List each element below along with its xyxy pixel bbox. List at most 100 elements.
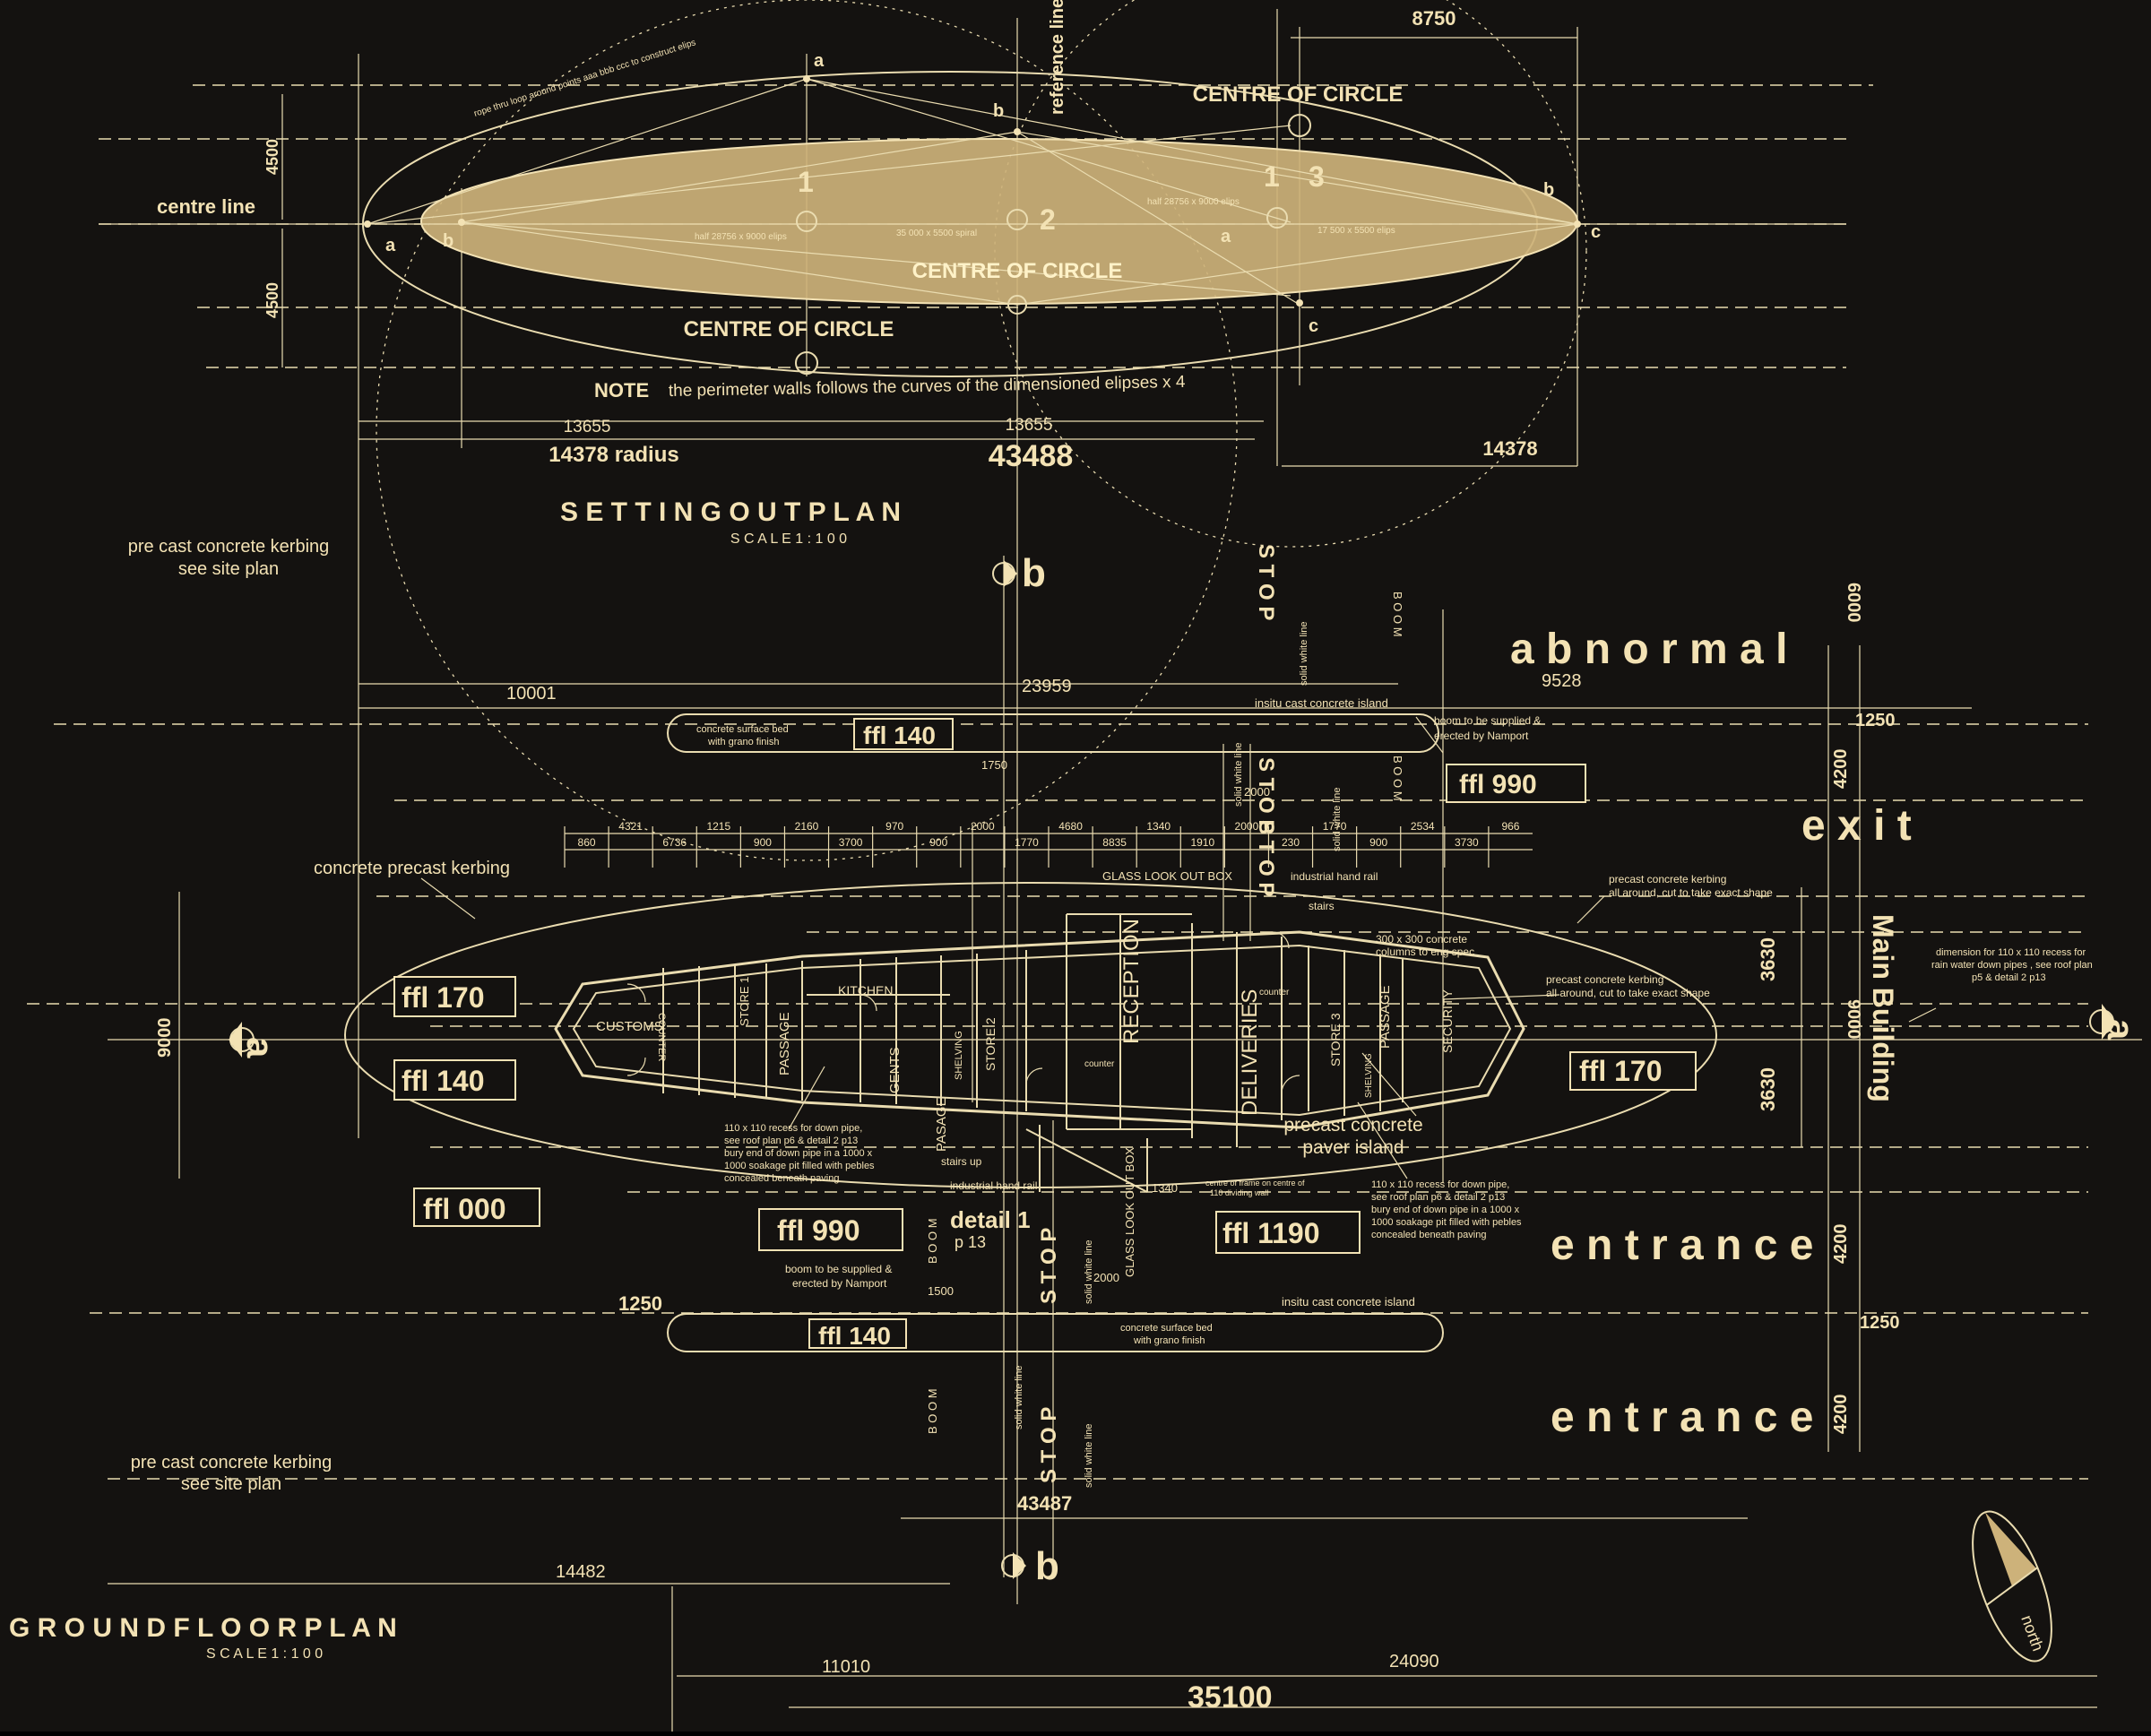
chain-dim-label: 2534 [1411,820,1435,833]
chain-dim-label: 2000 [971,820,995,833]
glass-look-out-box-label: GLASS LOOK OUT BOX [1102,869,1232,883]
chain-dim-label: 900 [1369,836,1387,849]
recess-note-right: see roof plan p6 & detail 2 p13 [1371,1192,1505,1203]
point-1: 1 [798,166,814,198]
ffl-000: ffl 000 [423,1193,505,1225]
stop-marking: S T O P [1037,1407,1061,1483]
point-b: b [1543,180,1554,200]
room-passage: PASSAGE [777,1012,792,1075]
room-gents: GENTS [887,1047,903,1093]
boom-note-top: erected by Namport [1434,730,1529,742]
chain-dim-label: 1910 [1190,836,1214,849]
dim-4200: 4200 [1831,1395,1851,1435]
chain-dim-label: 4680 [1058,820,1083,833]
dim-10001: 10001 [506,684,557,704]
chain-dimensions: 8604321673612159002160370097090020001770… [564,820,1533,868]
point-1: 1 [1264,160,1280,193]
point-a: a [814,51,825,71]
chain-dim-label: 230 [1282,836,1300,849]
columns-note: 300 x 300 concrete [1376,933,1467,946]
dim-24090: 24090 [1389,1652,1439,1671]
stop-marking: S T O P [1037,1228,1061,1304]
main-building-label: Main Building [1867,914,1899,1102]
room-store-1: STORE 1 [738,977,751,1026]
recess-note-far-right: p5 & detail 2 p13 [1972,972,2046,983]
chain-dim-label: 966 [1501,820,1519,833]
kerbing-note-bottom: see site plan [181,1474,281,1494]
frame-note: 110 dividing wall [1210,1188,1268,1197]
room-counter-3: counter [1259,988,1290,998]
chain-dim-label: 1340 [1146,820,1171,833]
chain-dim-label: 3700 [839,836,863,849]
dim-4200: 4200 [1831,749,1851,790]
point-b: b [443,231,454,251]
precast-kerbing-inner-note: all around, cut to take exact shape [1546,987,1710,999]
section-marker-b-top [992,560,1017,587]
dim-1250: 1250 [1855,711,1896,730]
door-swings [626,931,1300,1094]
recess-note-far-right: dimension for 110 x 110 recess for [1936,947,2086,958]
site-ellipse [344,882,1717,1188]
chain-dim-label: 900 [754,836,772,849]
dim-4500-top: 4500 [263,139,281,175]
solid-white-line: solid white line [1084,1239,1094,1304]
note-text: the perimeter walls follows the curves o… [669,373,1186,401]
solid-white-line: solid white line [1299,621,1309,686]
section-a-label-right: a [2100,1019,2142,1041]
room-shelving: SHELVING [954,1031,964,1080]
dim-11010: 11010 [822,1657,870,1677]
surface-bed-note: concrete surface bed [696,724,789,735]
recess-note-left: 1000 soakage pit filled with pebles [724,1161,875,1171]
room-stairs-up: stairs up [941,1155,982,1168]
point-a: a [385,236,396,255]
lane-abnormal: a b n o r m a l [1510,626,1787,673]
dim-35100: 35100 [1188,1680,1273,1714]
kerbing-note-top: see site plan [178,559,279,579]
floor-level-tags: ffl 140 ffl 990 ffl 170 ffl 140 ffl 170 … [393,718,1697,1350]
dim-13655-left: 13655 [564,418,611,436]
ffl-140-left: ffl 140 [402,1065,484,1097]
room-kitchen: KITCHEN [838,983,893,998]
ellipse-note: half 28756 x 9000 elips [695,232,787,242]
boom-marking: B O O M [926,1218,939,1264]
dim-1750: 1750 [981,758,1007,772]
centre-of-circle-label-mid: CENTRE OF CIRCLE [912,259,1123,283]
dim-9000-left: 9000 [155,1018,175,1058]
callout-leaders [420,716,1937,1179]
dim-3630-bottom: 3630 [1757,1067,1779,1111]
construction-chords [367,78,1578,306]
section-b-label-bottom: b [1035,1544,1059,1588]
ellipse-note: 35 000 x 5500 spiral [896,229,977,238]
solid-white-line: solid white line [1084,1423,1094,1488]
centre-markers [364,75,1581,375]
section-b-label-top: b [1022,551,1046,595]
paver-island-note: precast concrete [1283,1115,1422,1136]
point-c: c [1591,222,1601,242]
ffl-140-bottom: ffl 140 [818,1322,891,1350]
room-shelving-2: SHELVING [1364,1053,1374,1098]
solid-white-line: solid white line [1014,1365,1024,1429]
insitu-island-note: insitu cast concrete island [1255,696,1388,710]
point-a: a [1221,227,1231,246]
building-outline [554,930,1525,1129]
ground-floor-title: G R O U N D F L O O R P L A N [9,1613,397,1643]
surface-bed-note: with grano finish [1133,1335,1205,1346]
concrete-precast-kerbing-note: concrete precast kerbing [314,859,510,878]
stop-marking: S T O P [1254,544,1278,620]
detail-page: p 13 [955,1233,986,1251]
dim-6000: 6000 [1844,583,1863,623]
room-pasage: PASAGE [934,1097,949,1152]
chain-dim-label: 6736 [662,836,687,849]
point-c: c [1309,316,1318,336]
dim-9528: 9528 [1542,671,1582,691]
section-a-label-left: a [239,1037,281,1058]
section-marker-a-left [229,1022,255,1058]
centre-of-circle-label-left: CENTRE OF CIRCLE [684,317,894,341]
ffl-170-left: ffl 170 [402,981,484,1014]
section-marker-a-right [2089,1004,2115,1040]
room-partitions [662,913,1404,1193]
ffl-140-top: ffl 140 [863,721,936,749]
room-counter-2: counter [1084,1059,1115,1069]
